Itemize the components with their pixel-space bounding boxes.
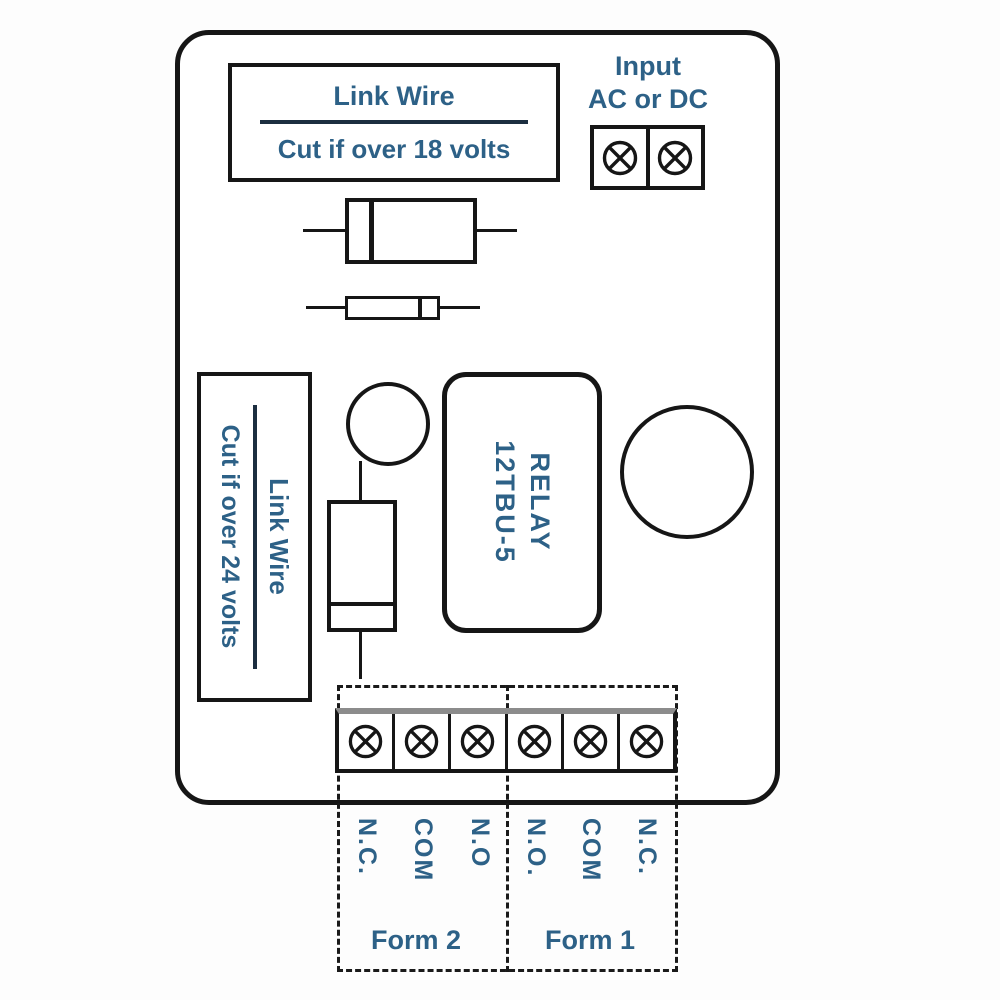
small-round-component	[346, 382, 430, 466]
fuse-band	[418, 299, 422, 317]
capacitor-divider	[331, 602, 393, 606]
screw-terminal-icon	[517, 724, 551, 759]
form-1-label: Form 1	[544, 925, 636, 955]
output-terminal-cell	[392, 714, 448, 769]
terminal-label-nc: N.C.	[353, 818, 381, 876]
diode-cathode-band	[369, 202, 374, 260]
diode-lead-right	[477, 229, 517, 232]
input-terminal-cell	[594, 129, 646, 186]
cut-note: Cut if over 18 volts	[277, 134, 511, 164]
form-2-label: Form 2	[370, 925, 462, 955]
output-terminal-cell	[339, 714, 392, 769]
fuse-lead-right	[440, 306, 480, 309]
form-divider-dashed-line	[506, 685, 509, 972]
wire-segment	[359, 461, 362, 501]
screw-terminal-icon	[629, 724, 664, 759]
fuse-component	[345, 296, 440, 320]
terminal-label-nc: N.C.	[633, 818, 661, 876]
screw-terminal-icon	[461, 724, 495, 759]
screw-terminal-icon	[602, 140, 637, 175]
terminal-label-no: N.O.	[522, 818, 550, 878]
input-label: Input AC or DC	[572, 50, 724, 116]
diode-component	[345, 198, 477, 264]
link-wire-title: Link Wire	[333, 81, 455, 111]
output-terminal-strip	[335, 708, 677, 773]
link-wire-box-left-content: Link Wire Cut if over 24 volts	[197, 371, 312, 702]
fuse-lead-left	[306, 306, 345, 309]
input-terminal-block	[590, 125, 705, 190]
terminal-label-no: N.O	[466, 818, 494, 869]
large-round-component	[620, 405, 754, 539]
screw-terminal-icon	[348, 724, 383, 759]
output-terminal-cell	[616, 714, 673, 769]
input-terminal-cell	[645, 129, 702, 186]
output-terminal-cell	[504, 714, 561, 769]
relay-component	[442, 372, 602, 633]
link-wire-title: Link Wire	[264, 478, 294, 595]
relay-label: RELAY 12TBU-5	[487, 392, 557, 612]
relay-name: RELAY	[525, 452, 555, 552]
divider-line	[260, 120, 528, 124]
screw-terminal-icon	[573, 724, 608, 759]
input-subtitle: AC or DC	[588, 84, 708, 114]
output-terminal-cell	[560, 714, 617, 769]
divider-line	[253, 404, 257, 669]
relay-model: 12TBU-5	[490, 440, 520, 564]
capacitor-component	[327, 500, 397, 632]
output-terminal-cell	[448, 714, 504, 769]
diode-lead-left	[303, 229, 345, 232]
cut-note: Cut if over 24 volts	[216, 424, 244, 649]
screw-terminal-icon	[658, 140, 693, 175]
input-title: Input	[615, 51, 681, 81]
terminal-label-com: COM	[577, 818, 605, 883]
link-wire-box-top: Link Wire Cut if over 18 volts	[228, 63, 560, 182]
wire-segment	[359, 631, 362, 679]
screw-terminal-icon	[405, 724, 439, 759]
terminal-label-com: COM	[409, 818, 437, 883]
